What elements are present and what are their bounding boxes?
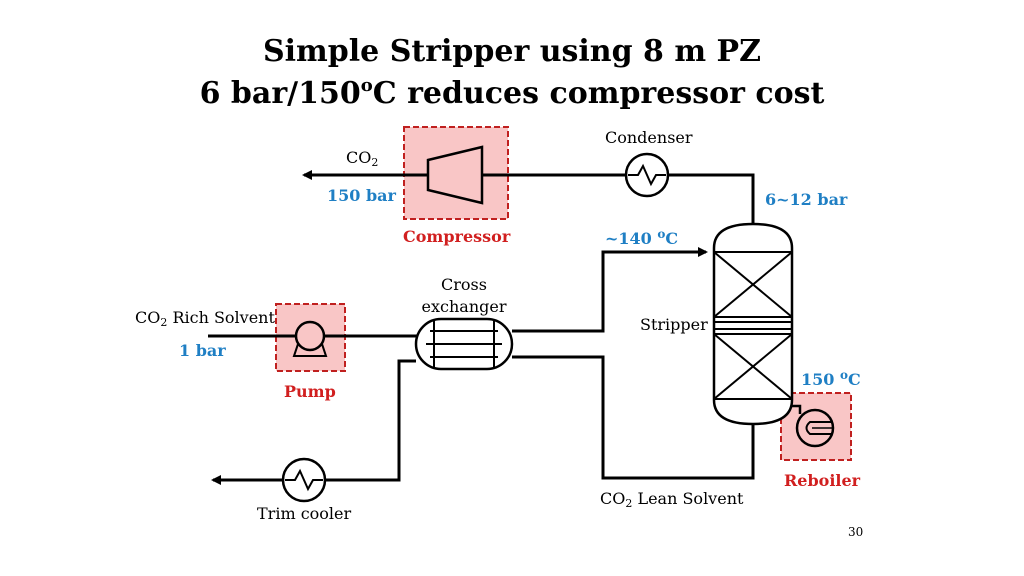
co2-product-label-base: CO (346, 148, 372, 167)
temp-150-label: 150 oC (801, 368, 861, 390)
temp-140-post: C (665, 229, 679, 248)
title-line-2-pre: 6 bar/150 (199, 76, 361, 111)
reboiler-label: Reboiler (784, 471, 861, 490)
lean-solvent-label-sub: 2 (625, 497, 633, 510)
hot-rich-solvent-stream (512, 247, 708, 333)
reboiler-loop-stream (792, 404, 802, 414)
trim-cooler-coil-icon (285, 468, 323, 492)
rich-solvent-label-base: CO (135, 308, 161, 327)
stripper-packing-upper-diag-2 (713, 251, 793, 318)
condenser-coil-icon (628, 163, 666, 187)
rich-solvent-label: CO2 Rich Solvent (135, 308, 275, 328)
title-degree-superscript: o (360, 75, 373, 96)
temp-140-pre: ~140 (605, 229, 658, 248)
lean-solvent-label-base: CO (600, 489, 626, 508)
co2-product-label: CO2 (346, 148, 378, 168)
co2-product-label-sub: 2 (371, 156, 379, 169)
title-line-1: Simple Stripper using 8 m PZ (262, 34, 762, 69)
pressure-150bar-label: 150 bar (327, 186, 396, 205)
reboiler-coil-icon (805, 421, 832, 435)
overhead-vapor-stream-2 (669, 173, 755, 224)
rich-solvent-label-post: Rich Solvent (167, 308, 275, 327)
pump-label: Pump (284, 382, 336, 401)
compressor-label: Compressor (403, 227, 511, 246)
pressure-6-12bar-label: 6~12 bar (765, 190, 848, 209)
stripper-packing-lower (713, 333, 793, 400)
temp-140-sup: o (657, 227, 666, 241)
temp-140-label: ~140 oC (605, 227, 679, 249)
cross-exchanger-label-1: Cross (441, 275, 487, 294)
title-line-2: 6 bar/150oC reduces compressor cost (0, 74, 1024, 114)
page-number: 30 (848, 525, 864, 539)
lean-solvent-return-stream (512, 355, 755, 480)
stripper-column-icon (712, 222, 794, 426)
stripper-packing-upper (713, 251, 793, 318)
lean-solvent-label-post: Lean Solvent (632, 489, 744, 508)
rich-solvent-label-sub: 2 (160, 316, 168, 329)
title-line-2-post: C reduces compressor cost (372, 76, 825, 111)
condenser-label: Condenser (605, 128, 693, 147)
cooled-lean-solvent-stream (326, 359, 416, 482)
reboiler-highlight-box (780, 392, 852, 461)
pump-base-icon (292, 343, 328, 357)
reboiler-icon (795, 408, 835, 448)
temp-150-pre: 150 (801, 370, 840, 389)
temp-150-sup: o (839, 368, 848, 382)
compressor-highlight-box (403, 126, 509, 220)
cross-exchanger-label-2: exchanger (421, 297, 507, 316)
stripper-packing-lower-diag-2 (713, 333, 793, 400)
lean-solvent-label: CO2 Lean Solvent (600, 489, 743, 509)
temp-150-post: C (847, 370, 861, 389)
pressure-1bar-label: 1 bar (179, 341, 226, 360)
compressor-icon (426, 145, 484, 205)
stripper-label: Stripper (640, 315, 708, 334)
trim-cooler-label: Trim cooler (257, 504, 352, 523)
